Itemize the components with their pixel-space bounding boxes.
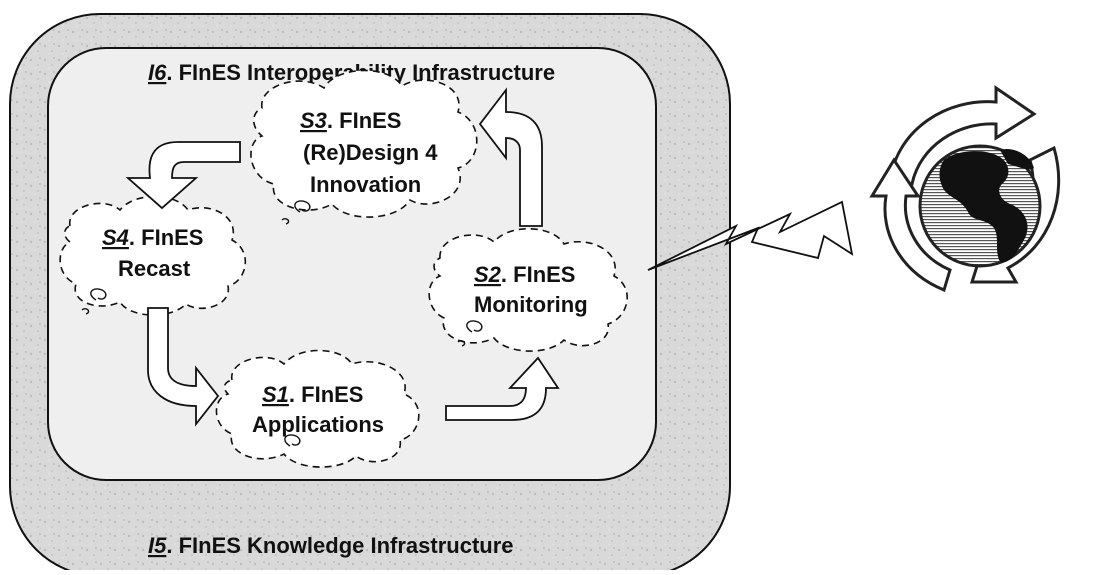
cloud-s2-line1: S2. FInES xyxy=(474,262,575,287)
cloud-s1-tail-swirl xyxy=(284,434,301,447)
arrow-s4-to-s1 xyxy=(147,307,220,427)
cloud-s2-text1: . FInES xyxy=(501,262,576,287)
cycle-arrow-left xyxy=(869,157,952,293)
cloud-s4-code: S4 xyxy=(102,225,129,250)
cloud-s1: S1. FInES Applications xyxy=(215,349,420,468)
globe-continents xyxy=(939,148,1034,263)
outer-box-title: I5. FInES Knowledge Infrastructure xyxy=(148,533,514,558)
arrow-s2-to-s3 xyxy=(478,87,543,227)
cloud-s2-tail-swirl xyxy=(457,320,483,347)
cloud-s1-shape xyxy=(215,349,420,468)
inner-box-code: I6 xyxy=(148,60,167,85)
cloud-s2-code: S2 xyxy=(474,262,502,287)
cloud-s2: S2. FInES Monitoring xyxy=(428,227,628,352)
lightning-bolt-icon xyxy=(647,200,854,271)
arrow-s3-to-s4 xyxy=(125,141,241,210)
cloud-s2-shape xyxy=(428,227,628,352)
cloud-s3-text1: . FInES xyxy=(327,108,402,133)
cloud-s4-text1: . FInES xyxy=(129,225,204,250)
globe-with-cycle-arrows-icon xyxy=(869,85,1070,328)
cloud-s1-code: S1 xyxy=(262,382,289,407)
cloud-s3-line1: S3. FInES xyxy=(300,108,401,133)
cloud-s4-tail-swirl xyxy=(81,288,107,315)
cloud-s3-line3: Innovation xyxy=(310,172,421,197)
cloud-s3-line2: (Re)Design 4 xyxy=(303,140,438,165)
arrow-s1-to-s2 xyxy=(445,356,560,421)
cloud-s3-code: S3 xyxy=(300,108,327,133)
cloud-s3-shape xyxy=(250,69,478,218)
outer-box-label: . FInES Knowledge Infrastructure xyxy=(166,533,513,558)
cloud-s4-line1: S4. FInES xyxy=(102,225,203,250)
cloud-s3: S3. FInES (Re)Design 4 Innovation xyxy=(250,69,478,225)
cloud-s1-line1: S1. FInES xyxy=(262,382,363,407)
cloud-s4-line2: Recast xyxy=(118,256,191,281)
outer-box-code: I5 xyxy=(148,533,167,558)
cloud-s2-line2: Monitoring xyxy=(474,292,588,317)
cloud-s1-text1: . FInES xyxy=(289,382,364,407)
cloud-s1-line2: Applications xyxy=(252,412,384,437)
cloud-s4: S4. FInES Recast xyxy=(59,195,247,316)
cloud-s3-tail-swirl xyxy=(281,200,311,225)
cycle-arrow-top xyxy=(888,85,1037,186)
